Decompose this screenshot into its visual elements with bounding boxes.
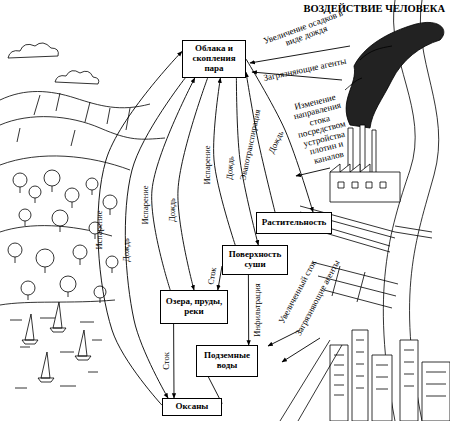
cloud: [8, 43, 99, 84]
shore-and-water: [0, 300, 115, 388]
flow-label: Дождь: [225, 156, 235, 180]
flow-arrow: [248, 275, 249, 345]
flow-label: Эвапотранспирация: [238, 109, 261, 181]
flow-arrow: [152, 78, 195, 290]
impact-arrow: [282, 338, 320, 362]
impact-label: Увеличение осадков в виде дождя: [259, 7, 352, 56]
flow-label: Сток: [206, 267, 217, 286]
flow-label: Испарение: [95, 210, 104, 249]
box-text: Озера, пруды, реки: [163, 297, 225, 316]
flow-label: Дождь: [122, 238, 131, 262]
process-box: Растительность: [256, 212, 332, 234]
flow-arrow: [173, 324, 174, 398]
factory: [330, 164, 400, 202]
box-text: Поверхность суши: [225, 250, 285, 269]
windows: [334, 340, 446, 396]
city: [330, 330, 450, 421]
flow-label: Сток: [162, 352, 171, 370]
process-box: Подземные воды: [196, 345, 258, 377]
flow-arrow: [98, 51, 182, 405]
impact-label: Загрязняющие агенты: [294, 259, 342, 338]
smoke: [345, 46, 392, 90]
sailboat: [22, 302, 91, 382]
title: ВОЗДЕЙСТВИЕ ЧЕЛОВЕКА: [303, 4, 445, 15]
box-text: Облака и скопления пара: [185, 44, 243, 73]
flow-label: Испарение: [203, 145, 212, 184]
flow-arrow: [125, 78, 185, 398]
road: [280, 340, 342, 421]
box-text: Оксаны: [176, 402, 209, 412]
flow-arrow: [214, 78, 236, 245]
flow-label: Дождь: [168, 198, 177, 222]
flow-label: Инфильтрация: [253, 283, 262, 336]
natural-landscape: [0, 43, 165, 388]
process-box: Оксаны: [162, 398, 222, 416]
flow-label: Дождь: [267, 129, 285, 154]
chimney: [348, 125, 376, 173]
box-text: Подземные воды: [199, 351, 255, 370]
industrial-landscape: [280, 0, 450, 421]
box-text: Растительность: [262, 218, 327, 228]
process-box: Озера, пруды, реки: [160, 290, 228, 324]
smoke: [346, 22, 444, 128]
process-box: Поверхность суши: [222, 245, 288, 275]
process-box: Облака и скопления пара: [182, 40, 246, 78]
flow-label: Испарение: [141, 185, 150, 224]
